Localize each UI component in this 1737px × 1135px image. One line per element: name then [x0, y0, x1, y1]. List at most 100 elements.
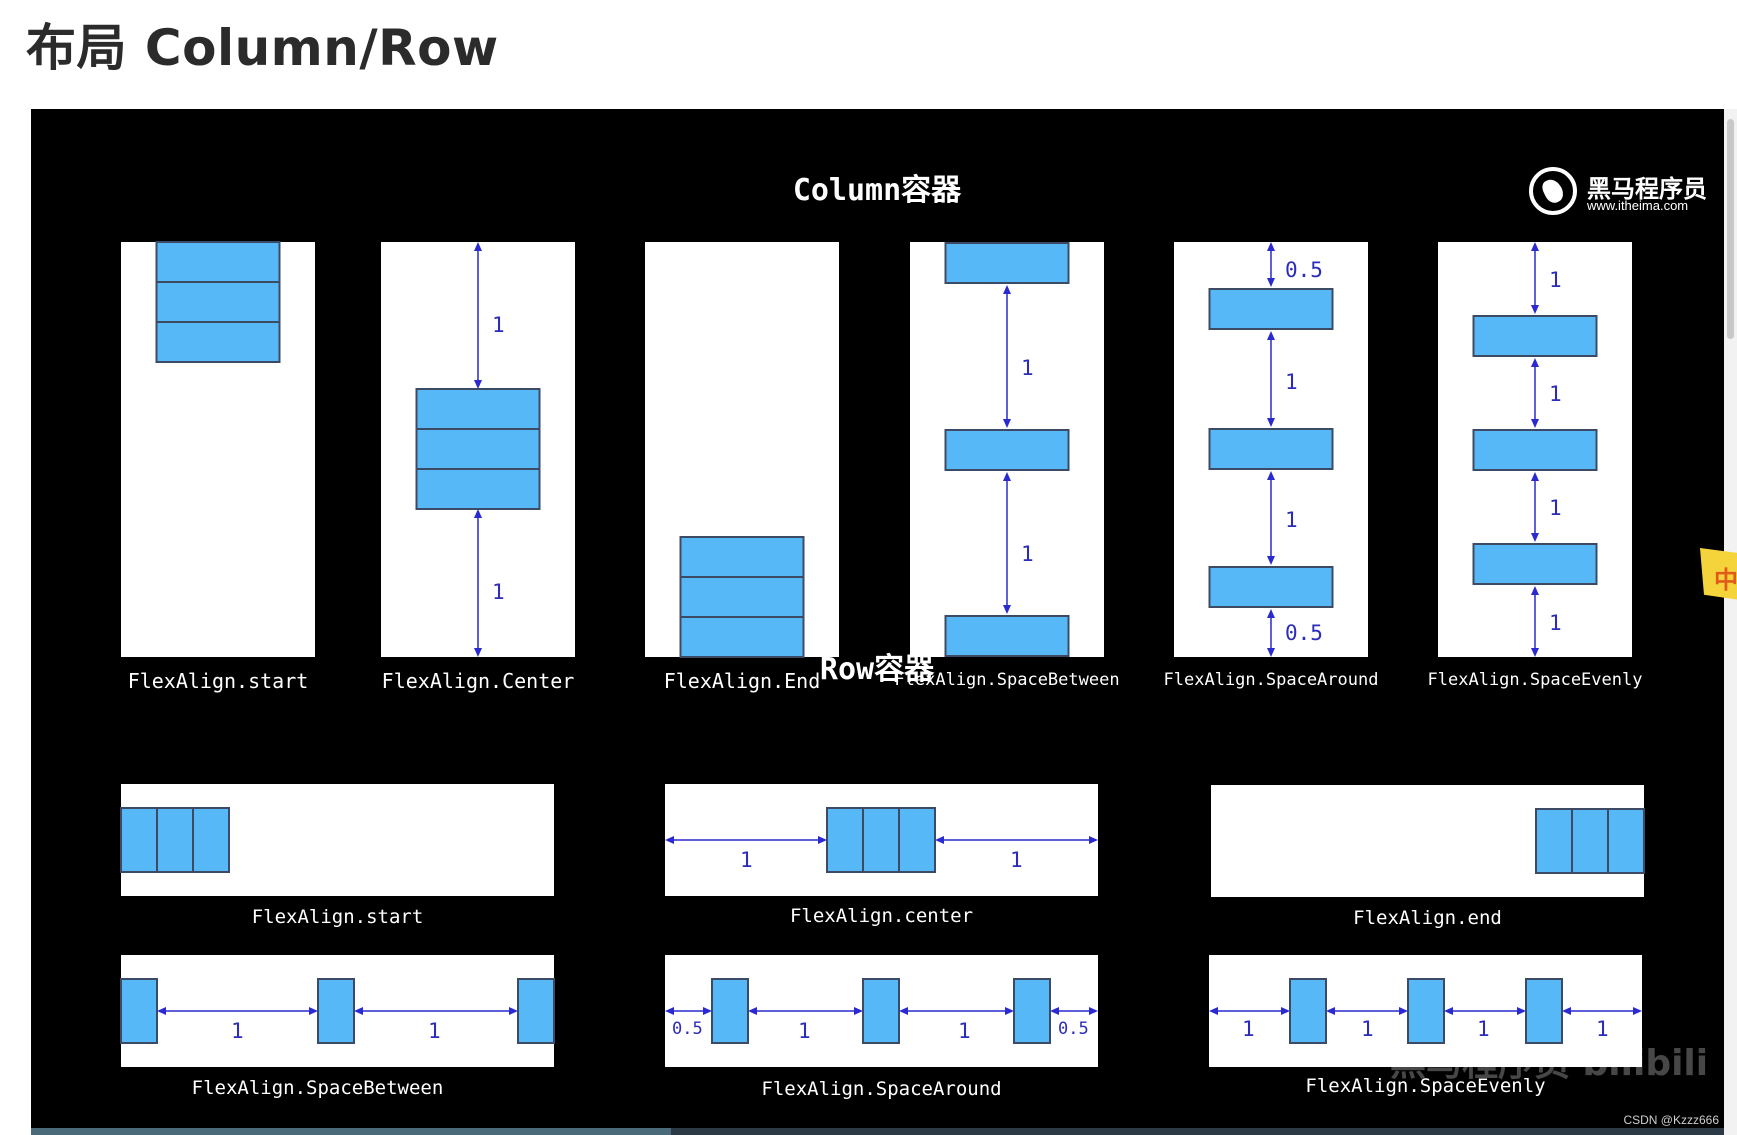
- video-watermark: 黑马程序员 bilibili: [1390, 1043, 1709, 1084]
- spacing-label: 1: [958, 1019, 971, 1043]
- arrowhead-left: [665, 836, 674, 844]
- arrowhead-right: [703, 1007, 712, 1015]
- child-box: [944, 615, 1070, 657]
- spacing-label: 1: [428, 1019, 441, 1043]
- arrowhead-up: [1531, 242, 1539, 251]
- child-box: [679, 536, 805, 578]
- child-box: [120, 978, 158, 1044]
- child-box: [192, 807, 230, 873]
- child-box: [415, 428, 541, 470]
- child-box: [1571, 808, 1609, 874]
- spacing-label: 1: [1549, 268, 1562, 292]
- arrowhead-left: [748, 1007, 757, 1015]
- arrowhead-down: [1531, 419, 1539, 428]
- arrowhead-left: [1444, 1007, 1453, 1015]
- arrowhead-down: [1267, 556, 1275, 565]
- column-section-title: Column容器: [793, 173, 962, 208]
- spacing-label: 1: [1242, 1017, 1255, 1041]
- spacing-label: 0.5: [1285, 258, 1323, 282]
- input-method-badge[interactable]: 中: [1700, 548, 1737, 600]
- spacing-label: 1: [1361, 1017, 1374, 1041]
- scroll-thumb[interactable]: [1727, 119, 1734, 339]
- horse-icon: [1529, 167, 1577, 215]
- spacing-label: 0.5: [672, 1019, 703, 1039]
- child-box: [1208, 288, 1334, 330]
- child-box: [1289, 978, 1327, 1044]
- child-box: [1607, 808, 1645, 874]
- arrowhead-up: [1267, 242, 1275, 251]
- child-box: [415, 388, 541, 430]
- arrowhead-up: [1531, 472, 1539, 481]
- column-panel-caption: FlexAlign.End: [664, 669, 821, 693]
- column-panel-caption: FlexAlign.SpaceBetween: [894, 670, 1119, 690]
- arrowhead-up: [1003, 472, 1011, 481]
- child-box: [826, 807, 864, 873]
- spacing-label: 1: [1596, 1017, 1609, 1041]
- arrowhead-up: [1531, 358, 1539, 367]
- row-panel-caption: FlexAlign.center: [790, 905, 973, 927]
- arrowhead-left: [935, 836, 944, 844]
- child-box: [1472, 315, 1598, 357]
- child-box: [155, 281, 281, 323]
- child-box: [1208, 428, 1334, 470]
- child-box: [898, 807, 936, 873]
- child-box: [679, 576, 805, 618]
- spacing-label: 1: [1010, 848, 1023, 872]
- spacing-label: 1: [1477, 1017, 1490, 1041]
- child-box: [317, 978, 355, 1044]
- arrowhead-right: [1089, 1007, 1098, 1015]
- column-panel-caption: FlexAlign.start: [128, 669, 309, 693]
- arrowhead-right: [854, 1007, 863, 1015]
- arrowhead-down: [474, 380, 482, 389]
- arrowhead-down: [1267, 278, 1275, 287]
- arrowhead-down: [1267, 648, 1275, 657]
- spacing-label: 1: [798, 1019, 811, 1043]
- column-panel-caption: FlexAlign.SpaceEvenly: [1428, 670, 1643, 690]
- child-box: [1472, 429, 1598, 471]
- arrowhead-left: [157, 1007, 166, 1015]
- spacing-label: 1: [1021, 542, 1034, 566]
- arrowhead-left: [1326, 1007, 1335, 1015]
- spacing-label: 1: [492, 580, 505, 604]
- page-title: 布局 Column/Row: [26, 19, 499, 77]
- arrowhead-down: [1003, 419, 1011, 428]
- spacing-label: 1: [1549, 611, 1562, 635]
- spacing-label: 1: [492, 313, 505, 337]
- spacing-label: 1: [231, 1019, 244, 1043]
- child-box: [944, 429, 1070, 471]
- arrowhead-down: [1531, 305, 1539, 314]
- arrowhead-down: [1531, 533, 1539, 542]
- spacing-label: 1: [1549, 496, 1562, 520]
- itheima-logo: 黑马程序员 www.itheima.com: [1529, 167, 1709, 217]
- arrowhead-right: [309, 1007, 318, 1015]
- row-panel-caption: FlexAlign.SpaceEvenly: [1305, 1075, 1545, 1097]
- child-box: [120, 807, 158, 873]
- input-method-label: 中: [1714, 566, 1737, 594]
- child-box: [156, 807, 194, 873]
- row-panel-caption: FlexAlign.SpaceAround: [761, 1078, 1001, 1100]
- spacing-label: 1: [1021, 356, 1034, 380]
- child-box: [862, 807, 900, 873]
- child-box: [415, 468, 541, 510]
- row-section-title: Row容器: [820, 652, 935, 687]
- arrowhead-up: [474, 242, 482, 251]
- row-panel-caption: FlexAlign.SpaceBetween: [192, 1077, 444, 1099]
- arrowhead-left: [354, 1007, 363, 1015]
- column-panel-caption: FlexAlign.Center: [382, 669, 575, 693]
- spacing-label: 0.5: [1285, 621, 1323, 645]
- arrowhead-right: [1633, 1007, 1642, 1015]
- child-box: [679, 616, 805, 658]
- spacing-label: 0.5: [1058, 1019, 1089, 1039]
- child-box: [1472, 543, 1598, 585]
- row-panel-caption: FlexAlign.start: [252, 906, 424, 928]
- child-box: [711, 978, 749, 1044]
- arrowhead-up: [474, 509, 482, 518]
- child-box: [1535, 808, 1573, 874]
- arrowhead-right: [818, 836, 827, 844]
- arrowhead-right: [1517, 1007, 1526, 1015]
- video-progress-track: [31, 1128, 1724, 1135]
- spacing-label: 1: [1285, 370, 1298, 394]
- arrowhead-up: [1003, 285, 1011, 294]
- scrollbar[interactable]: [1724, 109, 1737, 1135]
